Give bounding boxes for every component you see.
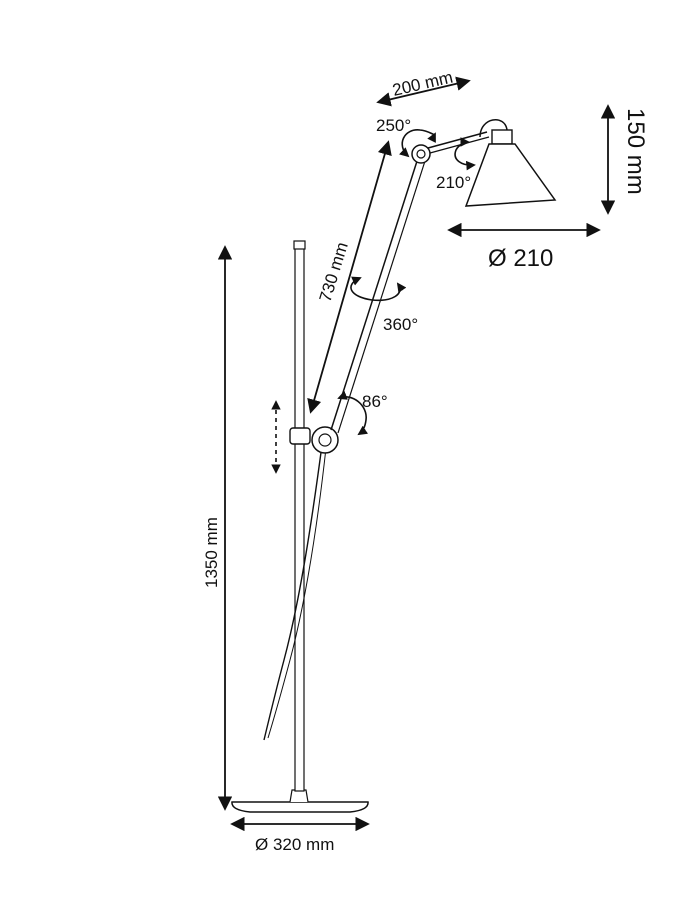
label-1350mm: 1350 mm bbox=[202, 517, 221, 588]
lamp-base bbox=[231, 801, 369, 813]
label-150mm: 150 mm bbox=[622, 108, 649, 195]
upper-arm bbox=[427, 131, 488, 149]
lamp-pole bbox=[294, 242, 305, 792]
power-cable bbox=[263, 444, 323, 741]
arc-360 bbox=[350, 276, 407, 302]
dim-200-arrow bbox=[376, 76, 471, 107]
lamp-shade bbox=[464, 143, 557, 207]
label-dia-320: Ø 320 mm bbox=[255, 835, 334, 854]
label-86deg: 86° bbox=[362, 392, 388, 411]
label-dia-210: Ø 210 bbox=[488, 245, 553, 272]
pole-cap bbox=[293, 240, 306, 250]
label-730mm: 730 mm bbox=[316, 240, 352, 304]
lamp-body bbox=[231, 119, 557, 813]
label-360deg: 360° bbox=[383, 315, 418, 334]
arc-250 bbox=[399, 129, 436, 158]
dimension-lines bbox=[217, 76, 616, 832]
label-250deg: 250° bbox=[376, 116, 411, 135]
rotation-arcs bbox=[337, 129, 476, 436]
base-collar bbox=[289, 789, 309, 803]
power-cable-2 bbox=[267, 447, 327, 739]
lamp-socket bbox=[491, 129, 513, 145]
label-200mm: 200 mm bbox=[391, 68, 455, 100]
pole-clamp bbox=[289, 427, 311, 445]
label-210deg: 210° bbox=[436, 173, 471, 192]
arc-86 bbox=[337, 390, 369, 436]
arc-210 bbox=[454, 137, 476, 171]
dim-730-arrow bbox=[307, 140, 392, 414]
shade-bracket bbox=[479, 119, 508, 138]
